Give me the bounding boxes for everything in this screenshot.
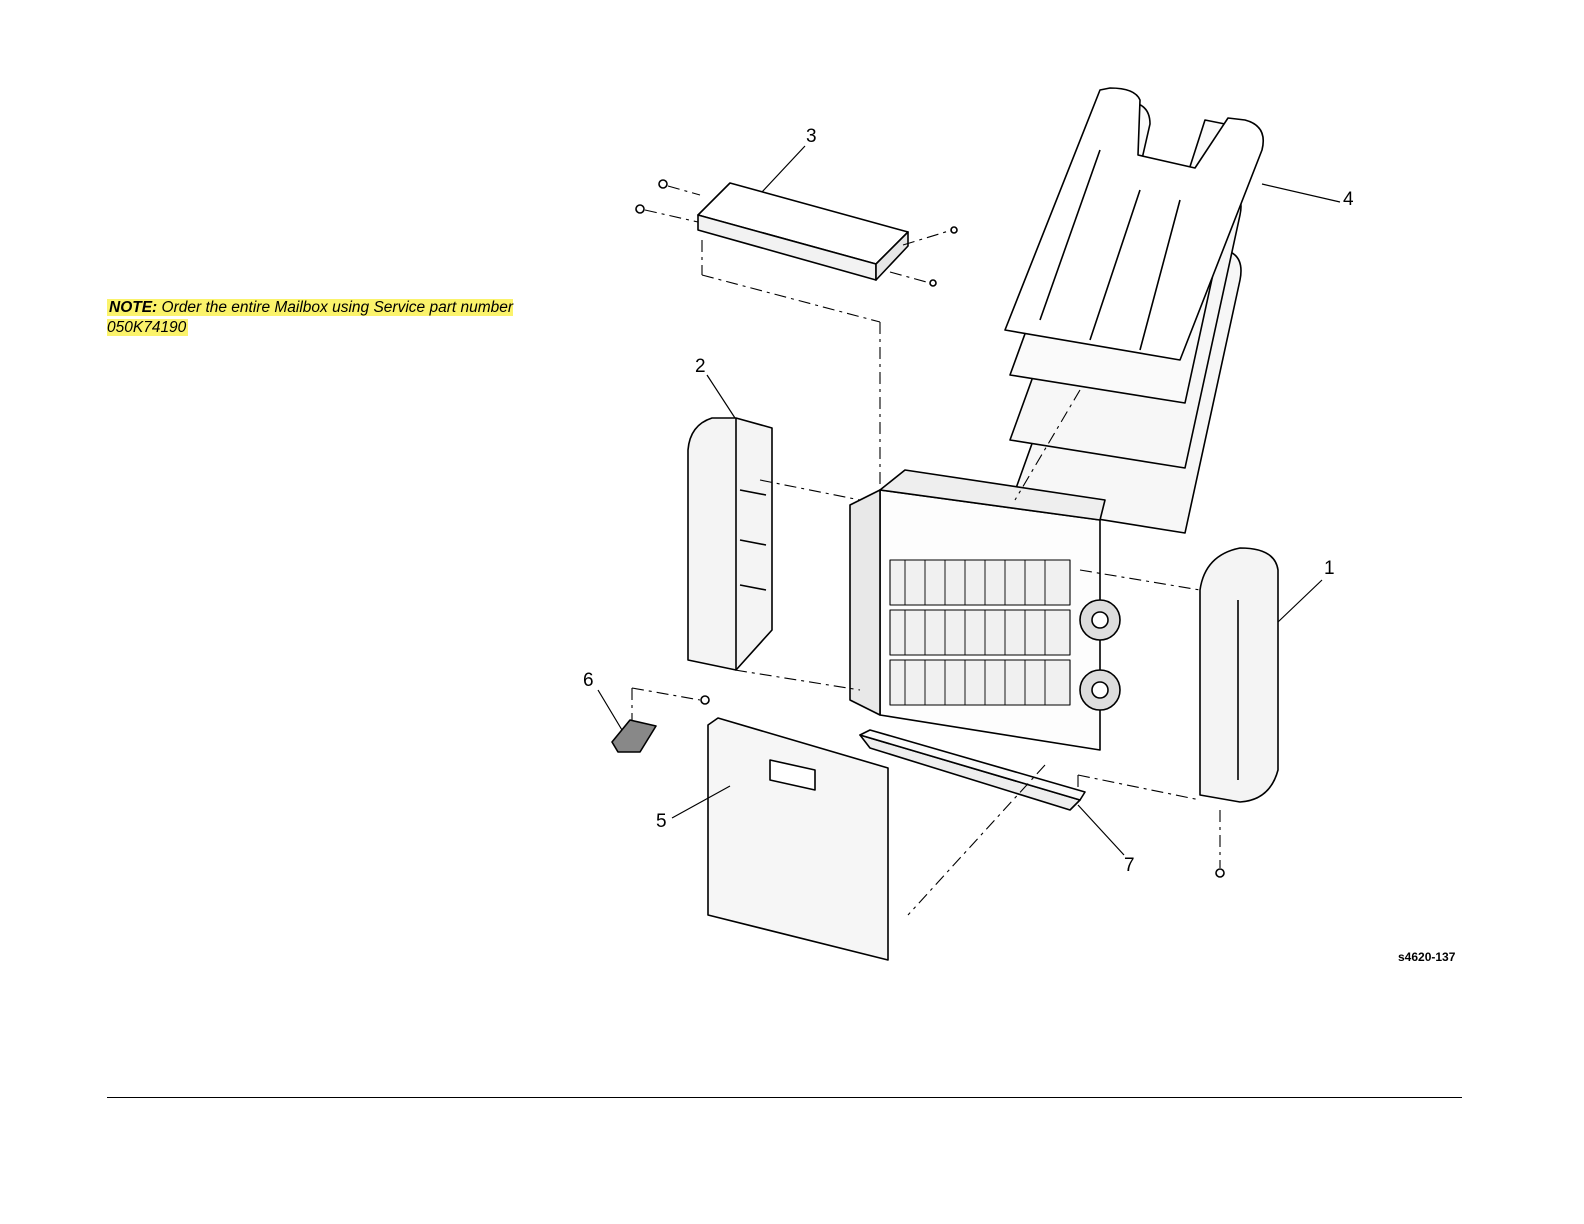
callout-2: 2 xyxy=(695,356,706,377)
figure-reference: s4620-137 xyxy=(1398,950,1455,964)
callout-6: 6 xyxy=(583,670,594,691)
callout-5: 5 xyxy=(656,811,667,832)
part-top-cover xyxy=(636,180,957,286)
screw-icon xyxy=(701,696,709,704)
callout-3: 3 xyxy=(806,126,817,147)
callout-7: 7 xyxy=(1124,855,1135,876)
part-right-cover xyxy=(1200,548,1278,877)
part-left-cover xyxy=(688,418,772,670)
part-mailbox-frame xyxy=(850,470,1120,750)
part-output-trays xyxy=(1005,88,1263,533)
screw-icon xyxy=(659,180,667,188)
screw-icon xyxy=(930,280,936,286)
callout-4: 4 xyxy=(1343,189,1354,210)
screw-icon xyxy=(636,205,644,213)
footer-divider xyxy=(107,1097,1462,1098)
callout-1: 1 xyxy=(1324,558,1335,579)
screw-icon xyxy=(1216,869,1224,877)
